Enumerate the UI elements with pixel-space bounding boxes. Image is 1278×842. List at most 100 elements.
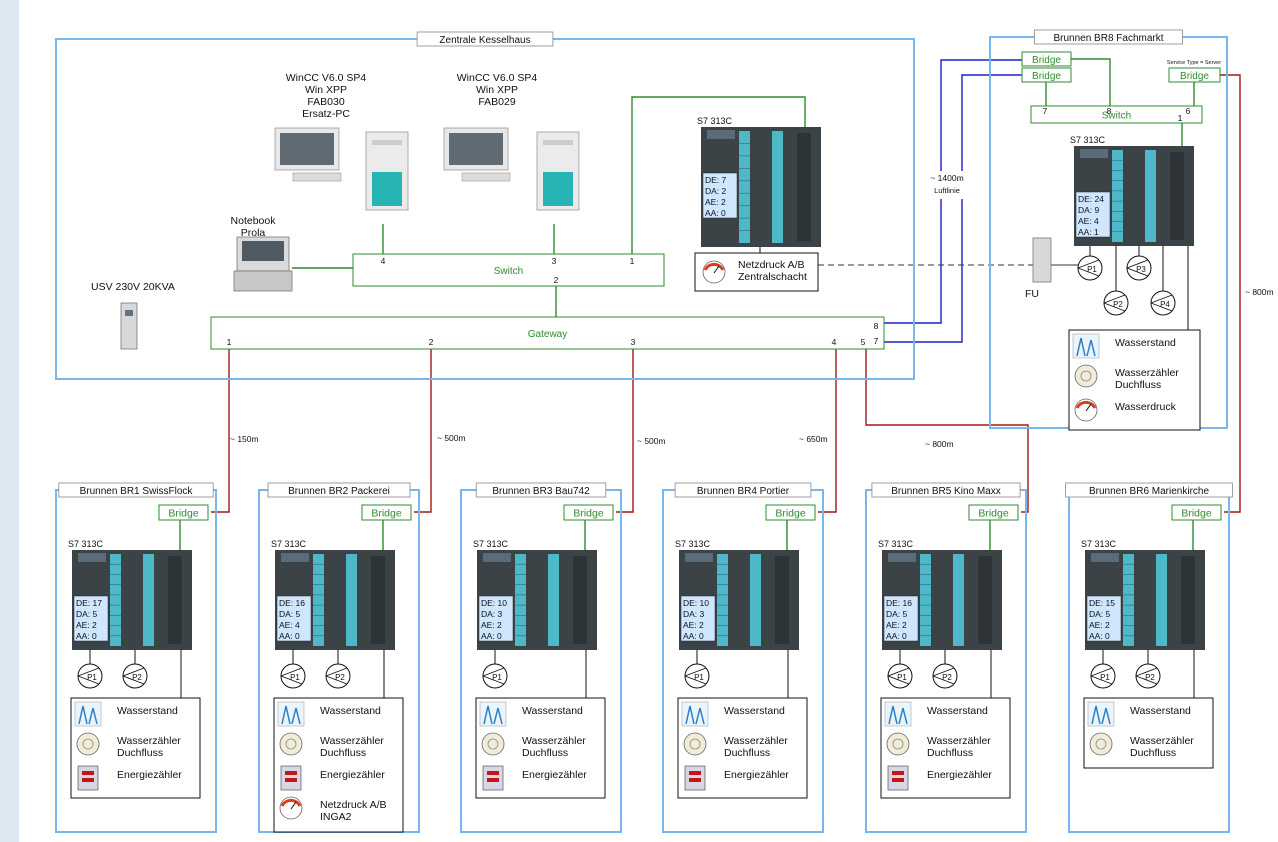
frame-title: Brunnen BR2 Packerei [288, 486, 390, 497]
water-meter-dial [82, 738, 94, 750]
gateway-port-label: 5 [861, 337, 866, 347]
water-meter-icon [886, 732, 910, 756]
distance-label: ~ 800m [1245, 287, 1274, 297]
br8-switch [1030, 105, 1203, 124]
fu-label: FU [1025, 288, 1039, 300]
frame-title-box [267, 482, 411, 498]
water-meter-icon [481, 732, 505, 756]
well-bridge [361, 504, 412, 521]
pressure-gauge-scale [703, 262, 725, 271]
plc-module [346, 554, 357, 646]
well-bridge [1171, 504, 1222, 521]
plc-module [739, 131, 750, 243]
switch-port-label: 6 [1186, 106, 1191, 116]
switch-port-label: 8 [1107, 106, 1112, 116]
water-meter-icon [1089, 732, 1113, 756]
plc-module [717, 554, 728, 646]
water-level-graph [1076, 337, 1096, 357]
pump-symbol [1150, 294, 1173, 312]
water-meter-dial [487, 738, 499, 750]
sensor-label: INGA2 [320, 811, 352, 823]
pump-label: P2 [335, 673, 345, 682]
plc-model-label: S7 313C [473, 539, 509, 549]
plc-module [1145, 150, 1156, 242]
fiber-link-2 [880, 74, 1022, 343]
service-note: Service Type = Server [1167, 60, 1221, 66]
plc-module [953, 554, 964, 646]
plc-io-count: DE: 15 [1089, 598, 1115, 608]
pump-symbol [1103, 294, 1126, 312]
gateway-port-label: 1 [227, 337, 232, 347]
water-level-graph [281, 705, 301, 725]
pump-label: P1 [87, 673, 97, 682]
pump-label: P2 [942, 673, 952, 682]
pc2-label: Win XPP [476, 84, 518, 96]
central-switch [352, 253, 665, 287]
plc-module [750, 554, 761, 646]
frame-title: Brunnen BR4 Portier [697, 486, 790, 497]
radio-link-br6 [1220, 74, 1241, 513]
pc1-label: Win XPP [305, 84, 347, 96]
distance-label: ~ 150m [230, 434, 259, 444]
sensor-label: Wasserzähler [927, 735, 991, 747]
br8-switch-label: Switch [1102, 111, 1131, 122]
sensor-label: Netzdruck A/B [320, 799, 387, 811]
switch-port-label: 7 [1043, 106, 1048, 116]
water-level-graph [888, 705, 908, 725]
pc2-label: FAB029 [478, 96, 516, 108]
pc1-label: Ersatz-PC [302, 108, 350, 120]
well-bridge [158, 504, 209, 521]
plc-io-count: AE: 2 [886, 620, 907, 630]
frame-title-box [1034, 29, 1184, 45]
keyboard [461, 172, 511, 182]
plc-cpu [797, 133, 811, 241]
pump-label: P2 [1113, 300, 1123, 309]
plc-module [313, 554, 324, 646]
plc-cpu [1181, 556, 1195, 644]
energy-meter-display [689, 778, 701, 782]
pressure-label: Netzdruck A/B [738, 259, 805, 271]
pressure-gauge-needle [290, 801, 297, 810]
plc-brand-plate [483, 553, 511, 562]
pump-label: P2 [1145, 673, 1155, 682]
plc-brand-plate [281, 553, 309, 562]
sensor-label: Wasserzähler [724, 735, 788, 747]
luftlinie-box [925, 171, 969, 199]
pressure-gauge-needle [713, 265, 720, 274]
gateway-port-label: 7 [874, 336, 879, 346]
energy-meter-display [285, 771, 297, 775]
plc-io-panel [680, 595, 716, 642]
pump-symbol [482, 667, 505, 685]
switch-port-label: 1 [630, 256, 635, 266]
plc-cpu [371, 556, 385, 644]
plc-io-count: DA: 5 [279, 609, 301, 619]
sensor-label: Wasserzähler [522, 735, 586, 747]
pressure-gauge-needle [1085, 403, 1092, 412]
plc-cpu [1170, 152, 1184, 240]
energy-meter-display [892, 778, 904, 782]
plc-brand-plate [1091, 553, 1119, 562]
well-bridge-label: Bridge [978, 508, 1009, 520]
well-bridge-label: Bridge [371, 508, 402, 520]
well-bridge [968, 504, 1019, 521]
gateway [210, 316, 885, 350]
plc-io-count: AE: 2 [705, 197, 726, 207]
plc-io-panel [1075, 191, 1111, 238]
frame-title: Brunnen BR8 Fachmarkt [1053, 33, 1163, 44]
plc-io-count: AA: 0 [481, 631, 502, 641]
sensor-label: Wasserstand [522, 705, 583, 717]
br8-bridge-server [1168, 67, 1221, 83]
pump-symbol [1126, 259, 1149, 277]
plc-io-panel [276, 595, 312, 642]
pump-symbol [1077, 259, 1100, 277]
monitor-screen [280, 133, 334, 165]
plc-io-panel [478, 595, 514, 642]
pressure-gauge-scale [1075, 400, 1097, 409]
plc-io-count: AE: 2 [1089, 620, 1110, 630]
frame-title-box [871, 482, 1021, 498]
plc-io-count: AA: 0 [76, 631, 97, 641]
usv-icon [120, 302, 138, 350]
sensor-label: Duchfluss [320, 747, 366, 759]
drive-bay [543, 140, 573, 145]
energy-meter-display [82, 778, 94, 782]
